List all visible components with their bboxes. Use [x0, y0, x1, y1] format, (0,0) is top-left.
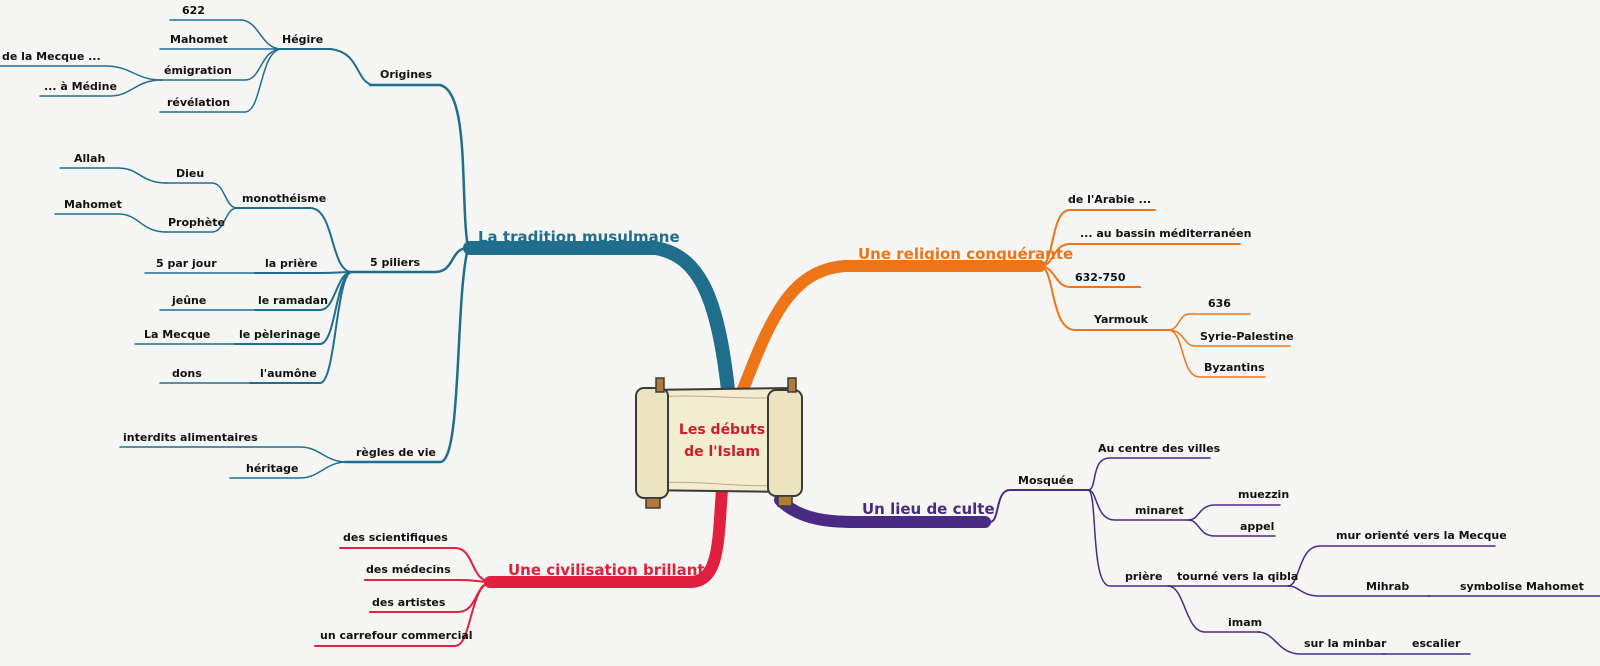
- node-mahomet-prophete: Mahomet: [64, 198, 122, 211]
- branch-civilisation-lines: [314, 484, 728, 647]
- node-interdits-alimentaires: interdits alimentaires: [123, 431, 258, 444]
- node-appel: appel: [1240, 520, 1274, 533]
- node-5-par-jour: 5 par jour: [156, 257, 217, 270]
- node-emigration: émigration: [164, 64, 232, 77]
- civilisation-trunk: [484, 484, 728, 588]
- node-mahomet-hegire: Mahomet: [170, 33, 228, 46]
- center-title-line1: Les débuts: [679, 422, 765, 438]
- branch-culte-lines: [774, 457, 1600, 655]
- node-5-piliers: 5 piliers: [370, 256, 421, 269]
- node-muezzin: muezzin: [1238, 488, 1289, 501]
- node-tourne-vers-la-qibla: tourné vers la qibla: [1177, 570, 1298, 583]
- node-heritage: héritage: [246, 462, 299, 475]
- node-hegire: Hégire: [282, 33, 323, 46]
- branch-conquerante-lines: [736, 209, 1291, 398]
- node-priere-culte: prière: [1125, 570, 1162, 583]
- center-title-line2: de l'Islam: [684, 444, 760, 460]
- node-mur-oriente: mur orienté vers la Mecque: [1336, 529, 1507, 542]
- node-bassin-mediterraneen: ... au bassin méditerranéen: [1080, 227, 1251, 240]
- node-monotheisme: monothéisme: [242, 192, 326, 205]
- branch-culte-title: Un lieu de culte: [862, 500, 995, 518]
- node-minaret: minaret: [1135, 504, 1184, 517]
- scroll-right-roller: [767, 389, 803, 497]
- node-regles-de-vie: règles de vie: [356, 446, 436, 459]
- node-l-aumone: l'aumône: [260, 367, 317, 380]
- conquerante-trunk: [736, 260, 1046, 398]
- node-632-750: 632-750: [1075, 271, 1126, 284]
- node-symbolise-mahomet: symbolise Mahomet: [1460, 580, 1584, 593]
- node-a-medine: ... à Médine: [44, 80, 117, 93]
- node-sur-la-minbar: sur la minbar: [1304, 637, 1387, 650]
- branch-civilisation: Une civilisation brillante des scientifi…: [320, 531, 715, 642]
- node-revelation: révélation: [167, 96, 230, 109]
- branch-tradition-lines: [0, 19, 735, 479]
- node-de-la-mecque: de la Mecque ...: [2, 50, 101, 63]
- node-le-ramadan: le ramadan: [258, 294, 328, 307]
- branch-culte: Un lieu de culte Mosquée Au centre des v…: [862, 442, 1584, 650]
- node-dieu: Dieu: [176, 167, 204, 180]
- node-jeune: jeûne: [171, 294, 206, 307]
- link-hegire: [279, 48, 373, 86]
- node-medecins: des médecins: [366, 563, 451, 576]
- node-carrefour-commercial: un carrefour commercial: [320, 629, 473, 642]
- link-piliers: [348, 246, 470, 274]
- tradition-trunk: [463, 241, 735, 397]
- branch-civilisation-title: Une civilisation brillante: [508, 561, 715, 579]
- node-de-l-arabie: de l'Arabie ...: [1068, 193, 1151, 206]
- branch-conquerante: Une religion conquérante de l'Arabie ...…: [858, 193, 1294, 374]
- scroll-left-roller: [635, 387, 669, 499]
- center-scroll: Les débuts de l'Islam: [635, 377, 803, 509]
- node-dons: dons: [172, 367, 202, 380]
- branch-conquerante-title: Une religion conquérante: [858, 245, 1073, 263]
- node-allah: Allah: [74, 152, 105, 165]
- node-la-priere: la prière: [265, 257, 317, 270]
- node-centre-des-villes: Au centre des villes: [1098, 442, 1221, 455]
- node-scientifiques: des scientifiques: [343, 531, 448, 544]
- node-escalier: escalier: [1412, 637, 1461, 650]
- node-syrie-palestine: Syrie-Palestine: [1200, 330, 1294, 343]
- node-636: 636: [1208, 297, 1231, 310]
- node-artistes: des artistes: [372, 596, 446, 609]
- node-622: 622: [182, 4, 205, 17]
- branch-tradition-title: La tradition musulmane: [478, 228, 680, 246]
- node-mosquee: Mosquée: [1018, 474, 1074, 487]
- node-origines: Origines: [380, 68, 432, 81]
- node-mihrab: Mihrab: [1366, 580, 1409, 593]
- node-byzantins: Byzantins: [1204, 361, 1265, 374]
- branch-tradition: La tradition musulmane Origines Hégire 6…: [2, 4, 680, 475]
- link-origines: [368, 83, 470, 250]
- node-le-pelerinage: le pèlerinage: [239, 328, 320, 341]
- node-imam: imam: [1228, 616, 1262, 629]
- node-yarmouk: Yarmouk: [1093, 313, 1149, 326]
- node-prophete: Prophète: [168, 216, 225, 229]
- node-la-mecque: La Mecque: [144, 328, 210, 341]
